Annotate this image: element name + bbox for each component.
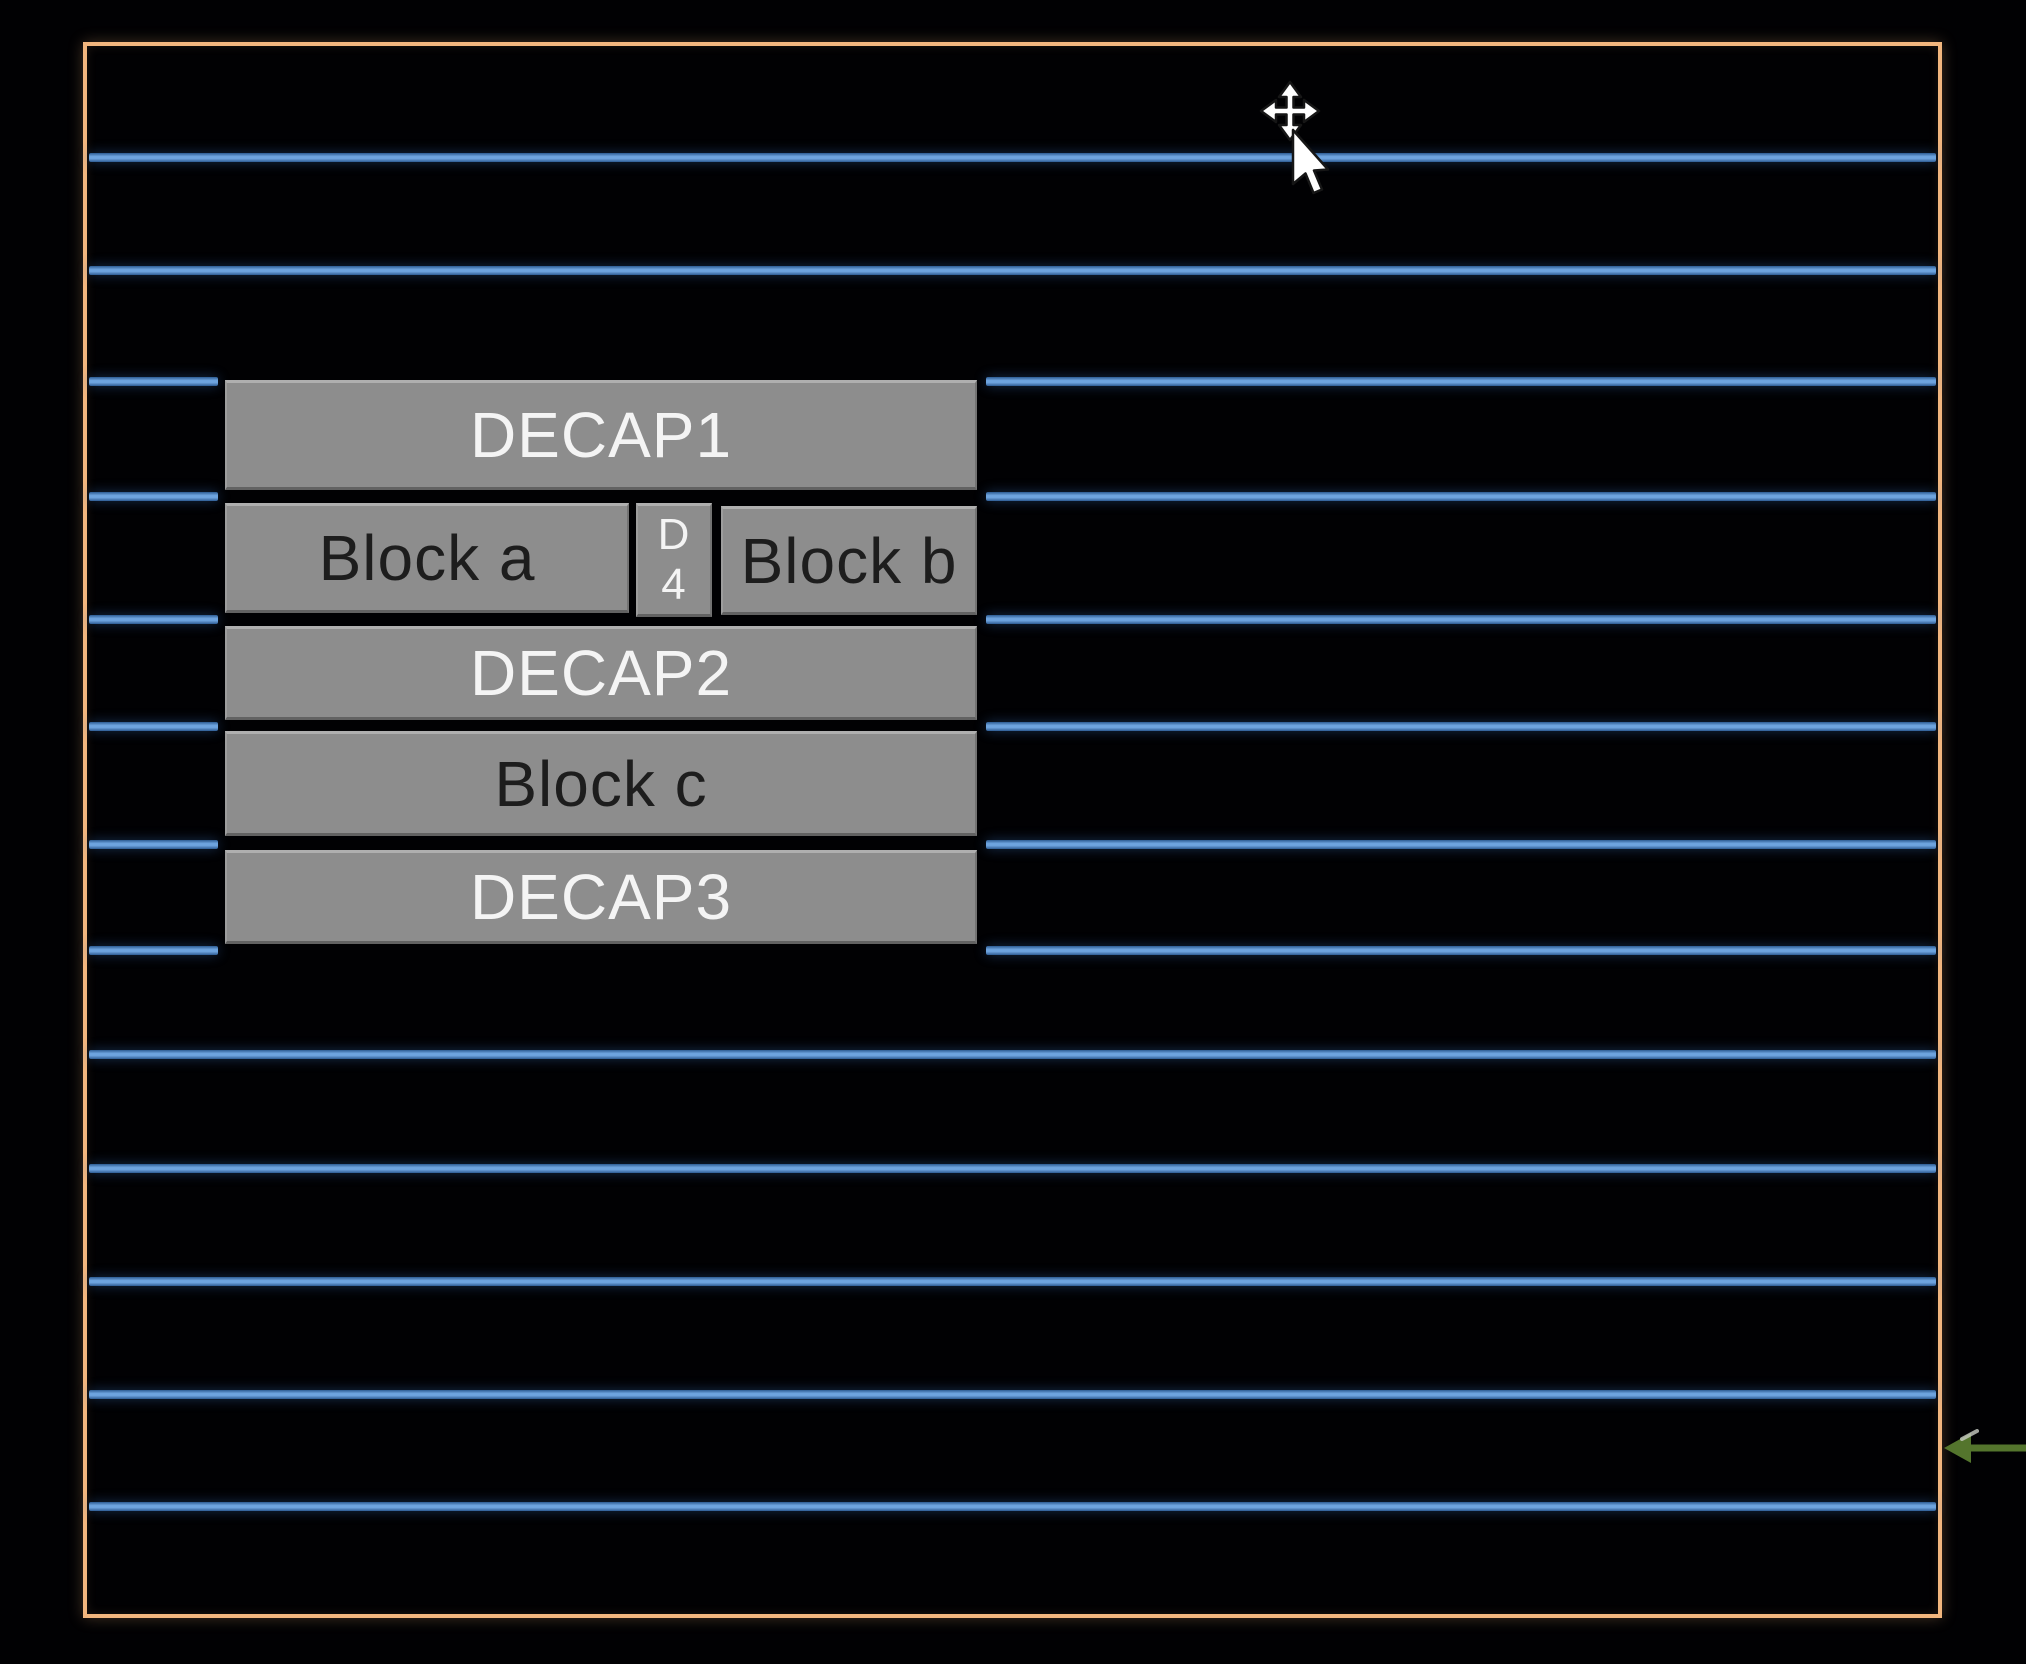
d4-label-line: 4 [661, 560, 687, 609]
power-rail [89, 376, 218, 386]
power-rail [89, 1501, 1936, 1511]
move-cursor-icon [1259, 80, 1330, 195]
power-rail [986, 839, 1936, 849]
power-rail [89, 491, 218, 501]
power-rail [986, 614, 1936, 624]
block-c-label: Block c [494, 747, 708, 820]
block-decap2[interactable]: DECAP2 [225, 626, 977, 720]
power-rail [89, 1276, 1936, 1286]
power-rail [89, 614, 218, 624]
block-decap1[interactable]: DECAP1 [225, 380, 977, 490]
power-rail [986, 721, 1936, 731]
core-boundary [83, 42, 1942, 1618]
power-rail [89, 265, 1936, 275]
power-rail [986, 376, 1936, 386]
power-rail [89, 839, 218, 849]
block-decap3[interactable]: DECAP3 [225, 850, 977, 944]
power-rail [986, 945, 1936, 955]
decap3-label: DECAP3 [469, 861, 733, 933]
power-rail [986, 491, 1936, 501]
block-b-label: Block b [740, 524, 958, 597]
decap1-label: DECAP1 [469, 399, 733, 471]
power-rail [89, 1389, 1936, 1399]
block-a-label: Block a [318, 522, 536, 594]
power-rail [89, 721, 218, 731]
decap2-label: DECAP2 [469, 637, 733, 709]
power-rail [89, 152, 1936, 162]
power-rail [89, 1163, 1936, 1173]
power-rail [89, 1049, 1936, 1059]
d4-label-line: D [657, 510, 691, 559]
block-block-c[interactable]: Block c [225, 731, 977, 836]
power-rail [89, 945, 218, 955]
block-block-a[interactable]: Block a [225, 503, 629, 613]
green-arrow-icon [1944, 1429, 2026, 1463]
block-block-b[interactable]: Block b [721, 506, 977, 615]
